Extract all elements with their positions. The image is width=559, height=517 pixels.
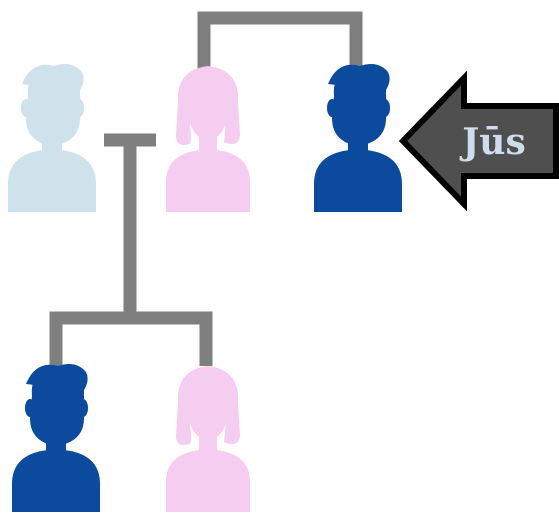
- person-male-light-icon: [8, 64, 96, 212]
- person-male-you-icon: [314, 64, 402, 212]
- person-female-pink-icon: [166, 66, 250, 212]
- person-male-child-icon: [12, 364, 100, 512]
- person-female-child-icon: [166, 366, 250, 512]
- parents-connector: [197, 11, 363, 70]
- descent-connector: [49, 133, 213, 366]
- you-label: Jūs: [459, 121, 525, 163]
- you-arrow: Jūs: [398, 70, 559, 212]
- connector-lines: [49, 11, 363, 366]
- arrow-left-icon: [398, 70, 559, 212]
